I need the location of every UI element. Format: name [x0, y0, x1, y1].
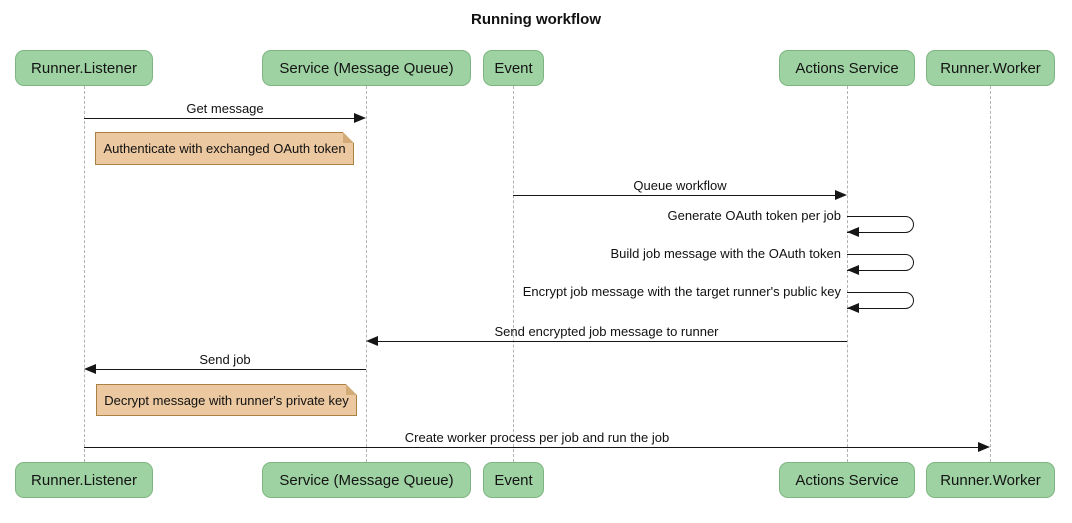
note-authenticate: Authenticate with exchanged OAuth token [95, 132, 354, 165]
lifeline-runner-worker [990, 86, 991, 462]
message-label-send-job: Send job [199, 352, 251, 367]
lifeline-service-message-queue [366, 86, 367, 462]
self-loop-encrypt-job-message [847, 292, 914, 309]
participant-bottom-service-message-queue: Service (Message Queue) [262, 462, 471, 498]
message-label-encrypt-job-message: Encrypt job message with the target runn… [522, 284, 841, 299]
message-arrow-get-message [84, 118, 355, 119]
arrowhead-icon [847, 303, 859, 313]
arrowhead-icon [354, 113, 366, 123]
message-label-generate-oauth-token: Generate OAuth token per job [667, 208, 841, 223]
message-arrow-send-encrypted-job [378, 341, 847, 342]
message-arrow-send-job [96, 369, 366, 370]
arrowhead-icon [835, 190, 847, 200]
message-label-queue-workflow: Queue workflow [633, 178, 727, 193]
participant-bottom-actions-service: Actions Service [779, 462, 915, 498]
message-arrow-queue-workflow [513, 195, 836, 196]
participant-top-event: Event [483, 50, 544, 86]
participant-top-actions-service: Actions Service [779, 50, 915, 86]
arrowhead-icon [847, 265, 859, 275]
self-loop-generate-oauth-token [847, 216, 914, 233]
note-decrypt: Decrypt message with runner's private ke… [96, 384, 357, 416]
arrowhead-icon [847, 227, 859, 237]
arrowhead-icon [84, 364, 96, 374]
message-label-create-worker-process: Create worker process per job and run th… [404, 430, 670, 445]
participant-bottom-runner-worker: Runner.Worker [926, 462, 1055, 498]
diagram-title: Running workflow [471, 11, 601, 28]
arrowhead-icon [366, 336, 378, 346]
message-label-send-encrypted-job: Send encrypted job message to runner [494, 324, 719, 339]
message-arrow-create-worker-process [84, 447, 979, 448]
participant-bottom-runner-listener: Runner.Listener [15, 462, 153, 498]
participant-top-runner-listener: Runner.Listener [15, 50, 153, 86]
self-loop-build-job-message [847, 254, 914, 271]
message-label-get-message: Get message [186, 101, 264, 116]
lifeline-runner-listener [84, 86, 85, 462]
lifeline-event [513, 86, 514, 462]
message-label-build-job-message: Build job message with the OAuth token [610, 246, 841, 261]
participant-top-runner-worker: Runner.Worker [926, 50, 1055, 86]
participant-bottom-event: Event [483, 462, 544, 498]
arrowhead-icon [978, 442, 990, 452]
participant-top-service-message-queue: Service (Message Queue) [262, 50, 471, 86]
